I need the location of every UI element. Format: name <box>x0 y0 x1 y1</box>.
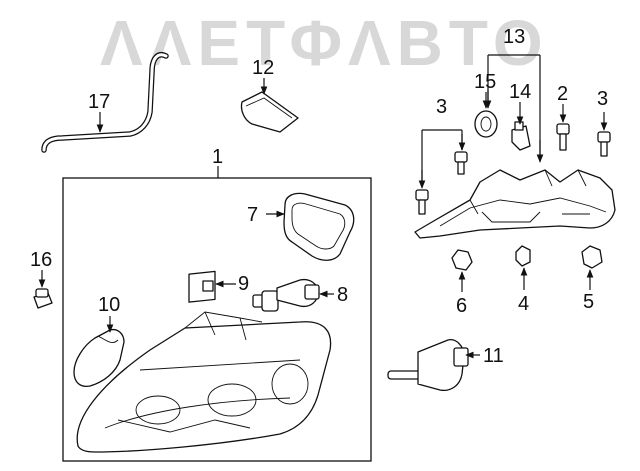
callout-9: 9 <box>238 273 249 295</box>
callout-8: 8 <box>337 284 348 306</box>
callout-12: 12 <box>252 57 274 79</box>
nut-part-4 <box>515 245 531 267</box>
callout-3-right: 3 <box>597 88 608 110</box>
nut-part-5 <box>581 245 603 269</box>
bulb-part-11 <box>387 339 469 392</box>
callout-17: 17 <box>88 91 110 113</box>
nut-part-6 <box>451 249 473 271</box>
callout-10: 10 <box>98 294 120 316</box>
screw-part-3-right <box>597 131 611 157</box>
bracket-part-13 <box>414 169 616 239</box>
grommet-part-15 <box>474 110 498 138</box>
connector-part-9 <box>188 270 216 303</box>
callout-1: 1 <box>212 146 223 168</box>
callout-5: 5 <box>583 291 594 313</box>
callout-14: 14 <box>509 81 531 103</box>
tube-part-17 <box>41 52 169 153</box>
clip-part-14 <box>511 121 531 151</box>
callout-16: 16 <box>30 249 52 271</box>
callout-4: 4 <box>518 293 529 315</box>
assembly-box <box>62 177 372 462</box>
bulb-socket-part-8 <box>252 278 320 312</box>
callout-7: 7 <box>247 204 258 226</box>
bezel-part-7 <box>283 192 355 261</box>
cap-part-10 <box>73 328 125 388</box>
headlamp-housing <box>76 311 332 453</box>
callout-13: 13 <box>503 26 525 48</box>
screw-part-3-top <box>454 151 468 175</box>
callout-15: 15 <box>474 71 496 93</box>
screw-part-2 <box>556 123 570 151</box>
callout-11: 11 <box>483 345 504 367</box>
callout-3-left: 3 <box>436 96 447 118</box>
screw-part-3-left <box>415 189 429 215</box>
clip-part-16 <box>33 288 53 309</box>
callout-6: 6 <box>456 295 467 317</box>
callout-2: 2 <box>557 83 568 105</box>
cover-part-12 <box>240 91 299 133</box>
